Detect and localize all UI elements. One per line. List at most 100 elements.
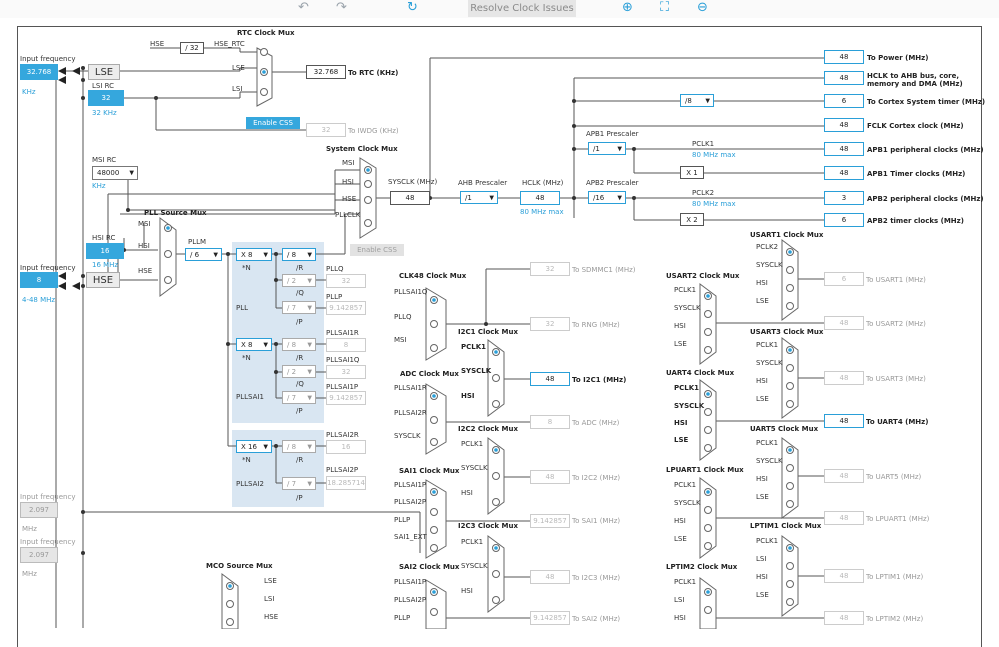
usart1-in-2: HSI (756, 279, 768, 287)
i2c1-in-hsi: HSI (461, 392, 475, 400)
hsi-value: 16 (86, 243, 124, 259)
zoom-out-icon[interactable]: ⊖ (697, 0, 708, 15)
pllsai1-r-select[interactable]: / 8▼ (282, 338, 316, 351)
rtc-mux (256, 47, 273, 107)
uart4-mux (699, 379, 717, 461)
apb1-prescaler-select[interactable]: /1▼ (588, 142, 626, 155)
pll-n-select[interactable]: X 8▼ (236, 248, 272, 261)
lsi-rc-label: LSI RC (92, 82, 115, 90)
lse-oscillator[interactable]: LSE (88, 64, 120, 80)
lptim1-in-3: LSE (756, 591, 769, 599)
usart3-in-2: HSI (756, 377, 768, 385)
sai2-in-pllp: PLLP (394, 614, 411, 622)
uart5-mux (781, 437, 799, 519)
cortex-timer-prescaler-select[interactable]: /8▼ (680, 94, 714, 107)
msi-unit: KHz (92, 182, 106, 190)
apb2-prescaler-select[interactable]: /16 ▼ (588, 191, 626, 204)
apb2-timer-output-label: APB2 timer clocks (MHz) (867, 217, 964, 225)
apb1-timer-output[interactable]: 48 (824, 166, 864, 180)
hclk-ahb-output[interactable]: 48 (824, 71, 864, 85)
ext1-frequency-input[interactable]: 2.097 (20, 502, 58, 518)
pllsai1-p-select[interactable]: / 7▼ (282, 391, 316, 404)
mco-in-hse: HSE (264, 613, 279, 621)
i2c3-mux-title: I2C3 Clock Mux (458, 522, 518, 530)
i2c2-output: 48 (530, 470, 570, 484)
lpuart1-mux-title: LPUART1 Clock Mux (666, 466, 744, 474)
pllm-select[interactable]: / 6▼ (185, 248, 222, 261)
zoom-in-icon[interactable]: ⊕ (622, 0, 633, 15)
pll-q-label: /Q (296, 289, 304, 297)
uart5-in-1: SYSCLK (756, 457, 783, 465)
pll-q-select[interactable]: / 2▼ (282, 274, 316, 287)
lse-frequency-input[interactable]: 32.768 (20, 64, 58, 80)
ahb-prescaler-select[interactable]: /1▼ (460, 191, 498, 204)
uart4-output[interactable]: 48 (824, 414, 864, 428)
cortex-timer-output[interactable]: 6 (824, 94, 864, 108)
pllsai1-n-value: X 8 (241, 340, 253, 349)
chevron-down-icon: ▼ (617, 194, 622, 201)
apb2-timer-output[interactable]: 6 (824, 213, 864, 227)
pllp-value: 9.142857 (326, 301, 366, 315)
clock-wires (55, 47, 824, 629)
pll-p-select[interactable]: / 7▼ (282, 301, 316, 314)
diagram-frame (17, 26, 982, 647)
uart5-in-2: HSI (756, 475, 768, 483)
pll-r-select[interactable]: / 8▼ (282, 248, 316, 261)
rng-output: 32 (530, 317, 570, 331)
apb2-peripheral-output[interactable]: 3 (824, 191, 864, 205)
sys-msi-label: MSI (342, 159, 355, 167)
lptim1-output-label: To LPTIM1 (MHz) (866, 573, 924, 581)
lsi-value: 32 (88, 90, 124, 106)
chevron-down-icon: ▼ (617, 145, 622, 152)
pllsai2-p-select[interactable]: / 7▼ (282, 477, 316, 490)
hse-oscillator[interactable]: HSE (86, 272, 120, 288)
i2c1-mux-title: I2C1 Clock Mux (458, 328, 518, 336)
ext2-frequency-input[interactable]: 2.097 (20, 547, 58, 563)
refresh-icon[interactable]: ↻ (407, 0, 418, 15)
sys-hse-label: HSE (342, 195, 357, 203)
pllsai1q-value: 32 (326, 365, 366, 379)
hse-frequency-input[interactable]: 8 (20, 272, 58, 288)
pll-src-hse: HSE (138, 267, 153, 275)
pllsai1r-value: 8 (326, 338, 366, 352)
pllsai2-n-select[interactable]: X 16▼ (236, 440, 272, 453)
pllsai1-q-select[interactable]: / 2▼ (282, 365, 316, 378)
lpuart1-mux (699, 477, 717, 559)
apb1-prescaler-label: APB1 Prescaler (586, 130, 639, 138)
redo-icon[interactable]: ↷ (336, 0, 347, 15)
sai1-output-label: To SAI1 (MHz) (572, 517, 621, 525)
i2c2-in-sysclk: SYSCLK (461, 464, 488, 472)
undo-icon[interactable]: ↶ (298, 0, 309, 15)
system-enable-css-button[interactable]: Enable CSS (350, 244, 404, 256)
clk48-mux-title: CLK48 Clock Mux (399, 272, 467, 280)
pllm-value: / 6 (190, 250, 200, 259)
rtc-enable-css-button[interactable]: Enable CSS (246, 117, 300, 129)
pllsai2-r-select[interactable]: / 8▼ (282, 440, 316, 453)
power-output[interactable]: 48 (824, 50, 864, 64)
pll-src-hsi: HSI (138, 242, 150, 250)
pll-r-label: /R (296, 264, 304, 272)
apb1-peripheral-output[interactable]: 48 (824, 142, 864, 156)
resolve-clock-issues-button[interactable]: Resolve Clock Issues (468, 0, 576, 17)
i2c2-output-label: To I2C2 (MHz) (572, 474, 621, 482)
usart1-in-3: LSE (756, 297, 769, 305)
pllsai1-n-select[interactable]: X 8▼ (236, 338, 272, 351)
i2c3-output: 48 (530, 570, 570, 584)
lptim2-output-label: To LPTIM2 (MHz) (866, 615, 924, 623)
fit-icon[interactable]: ⛶ (660, 0, 670, 15)
msi-frequency-select[interactable]: 48000▼ (92, 166, 138, 180)
pll-label: PLL (236, 304, 249, 312)
pclk1-max: 80 MHz max (692, 151, 736, 159)
usart1-in-1: SYSCLK (756, 261, 783, 269)
usart2-in-1: SYSCLK (674, 304, 701, 312)
apb2-prescaler-value: /16 (593, 193, 605, 202)
clk48-in-pllq: PLLQ (394, 313, 412, 321)
apb2-timer-multiplier: X 2 (680, 213, 704, 226)
fclk-output[interactable]: 48 (824, 118, 864, 132)
lpuart1-in-0: PCLK1 (674, 481, 697, 489)
lptim1-in-1: LSI (756, 555, 767, 563)
hclk-input[interactable]: 48 (520, 191, 560, 205)
apb2-peripheral-output-label: APB2 peripheral clocks (MHz) (867, 195, 984, 203)
i2c1-output[interactable]: 48 (530, 372, 570, 386)
chevron-down-icon: ▼ (129, 169, 134, 177)
